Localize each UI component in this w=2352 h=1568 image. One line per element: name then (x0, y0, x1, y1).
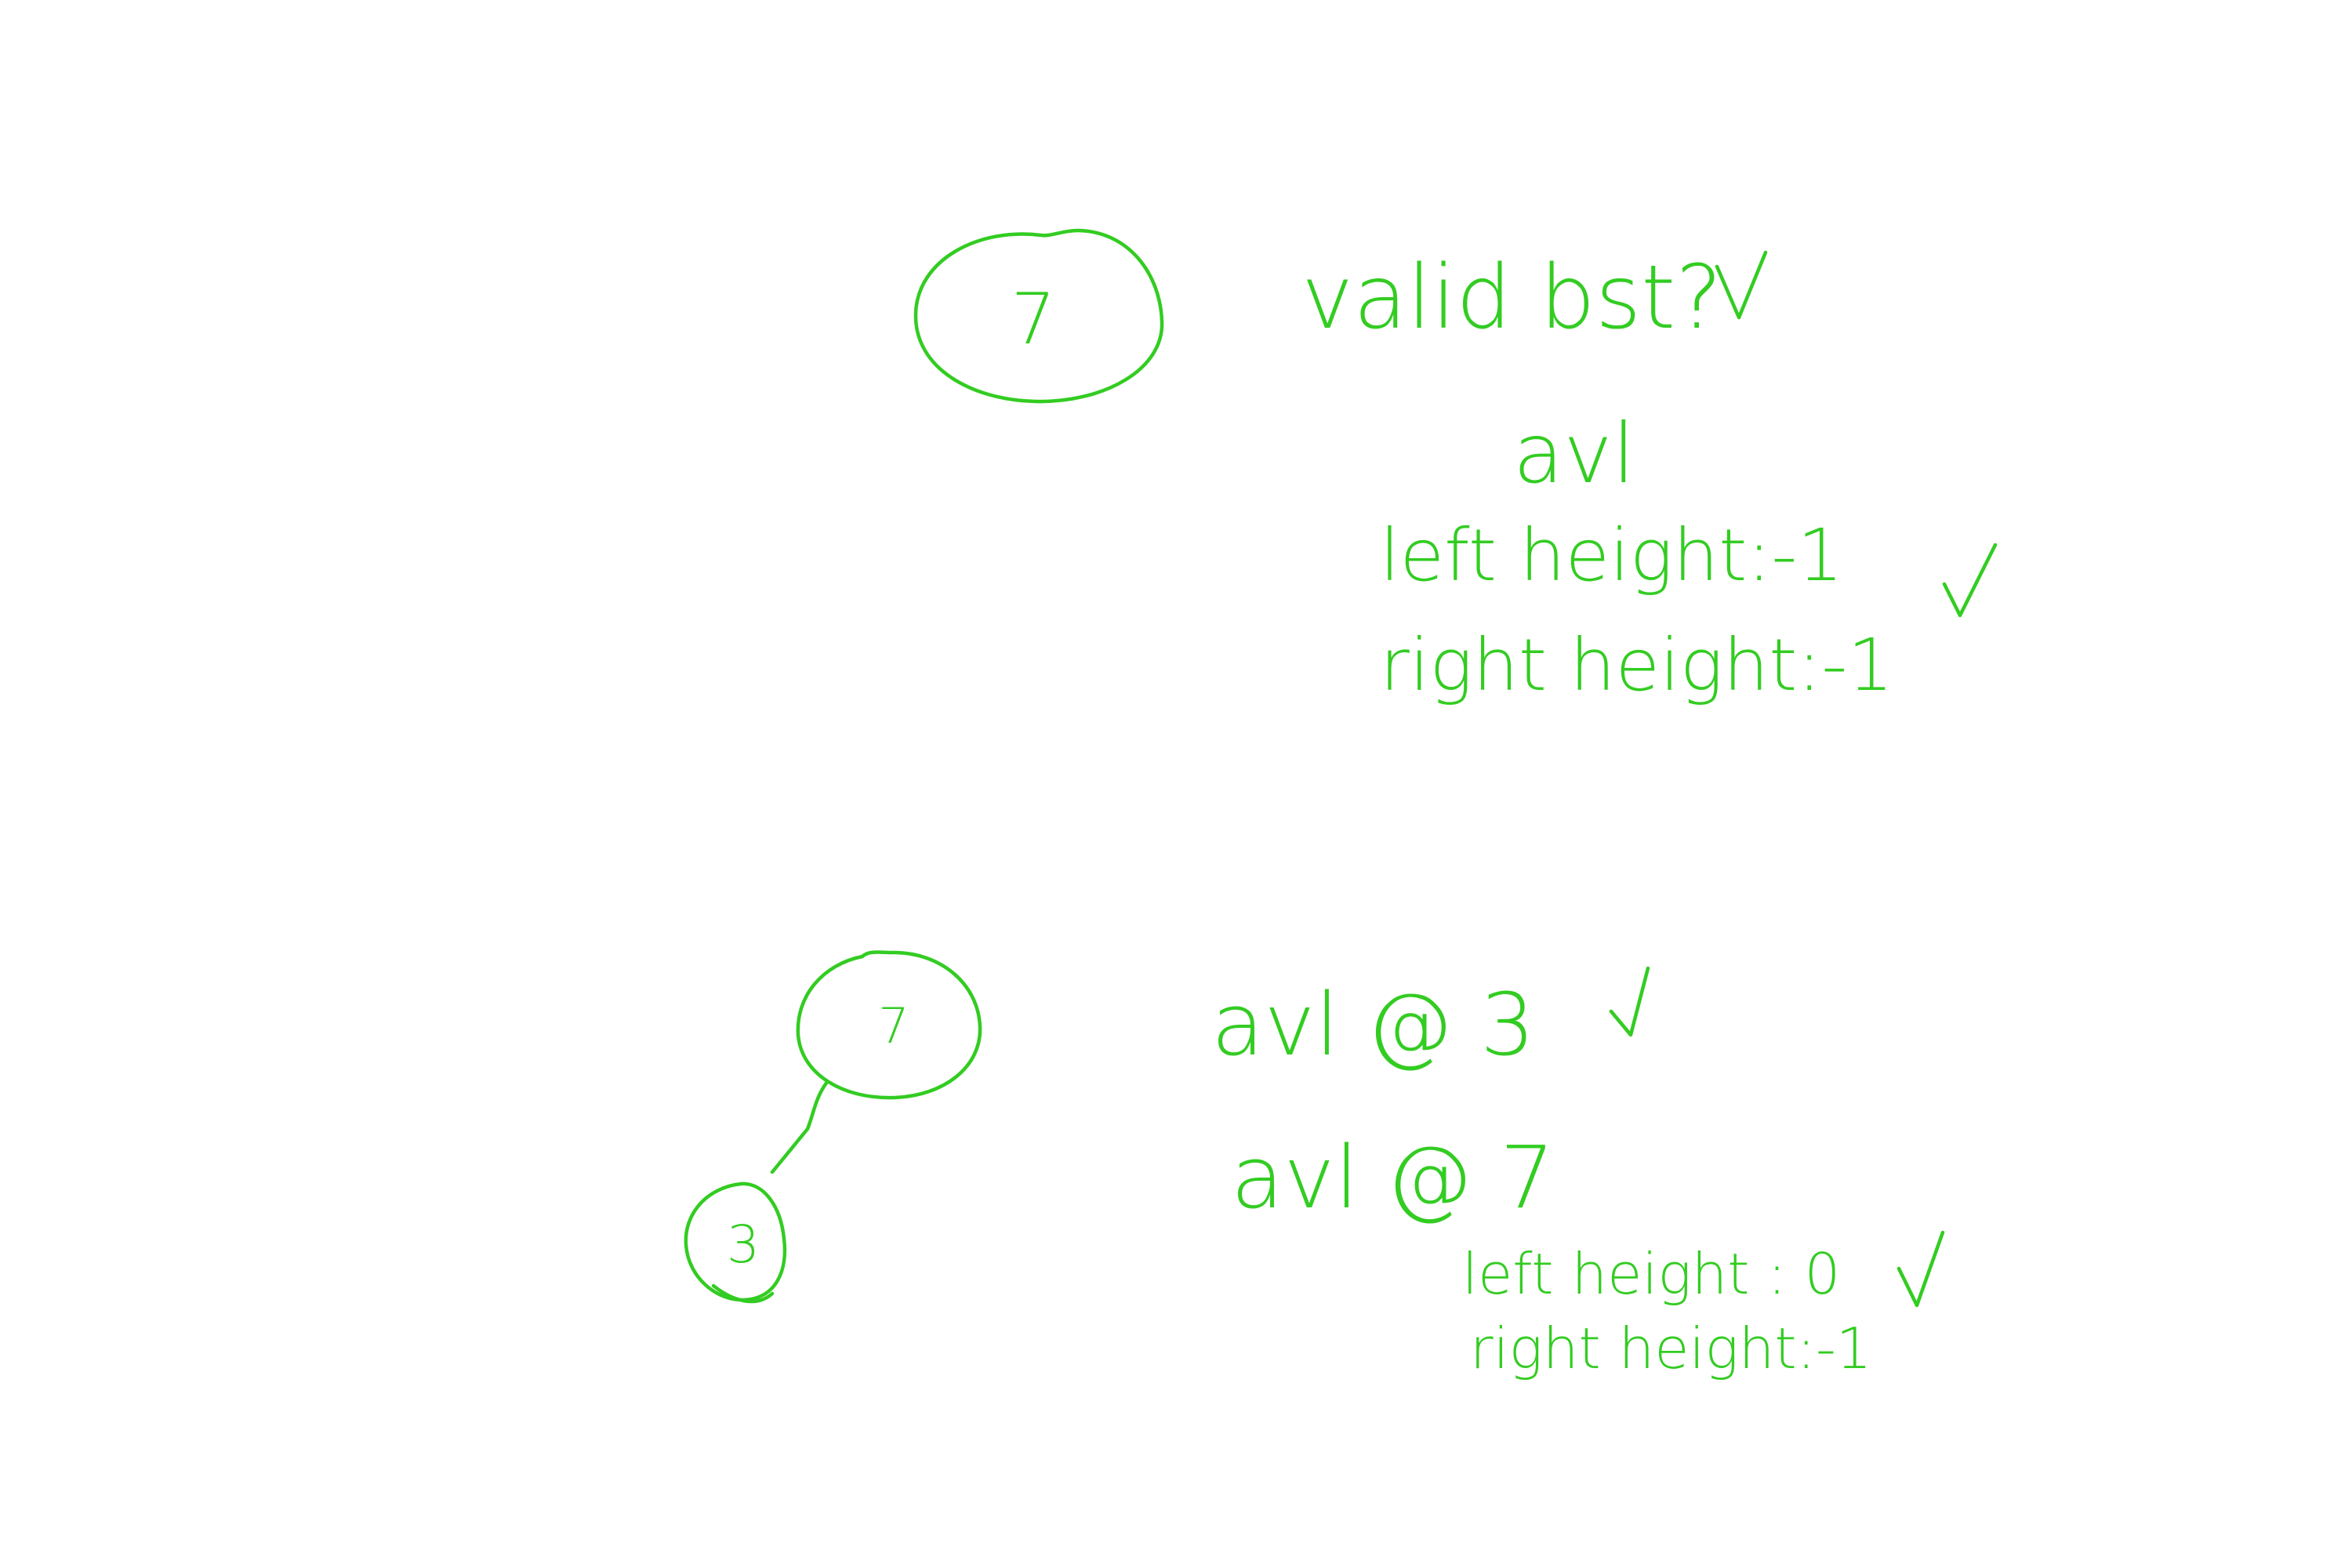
tree1: 7 (913, 228, 1164, 404)
check-mark-icon (1942, 543, 1998, 618)
tree2-left-node-circle (684, 1181, 787, 1304)
notes1-question: valid bst? (1301, 247, 1722, 349)
notes1-heading: avl (1513, 406, 1635, 502)
check-mark-icon (1715, 250, 1768, 320)
tree2-left-node-label: 3 (727, 1214, 760, 1275)
tree2: 7 3 (684, 950, 982, 1304)
tree2-edge-root-to-left (770, 1080, 829, 1174)
notes2-avl-at-3: avl @ 3 (1211, 975, 1535, 1075)
notes1: valid bst? avl left height:-1 right heig… (1301, 247, 1998, 707)
tree2-root-node-label: 7 (878, 997, 909, 1054)
notes2-left-height: left height : 0 (1462, 1241, 1840, 1307)
notes2-right-height: right height:-1 (1470, 1316, 1872, 1381)
check-mark-icon (1609, 966, 1650, 1037)
notes1-right-height: right height:-1 (1380, 623, 1893, 707)
notes1-left-height: left height:-1 (1380, 514, 1843, 597)
check-mark-icon (1896, 1230, 1945, 1308)
tree1-root-node-label: 7 (1011, 278, 1055, 361)
tree1-root-node-circle (913, 228, 1164, 404)
notes2: avl @ 3 avl @ 7 left height : 0 right he… (1211, 966, 1945, 1381)
tree2-root-node-circle (796, 950, 982, 1100)
notes2-avl-at-7: avl @ 7 (1231, 1127, 1555, 1228)
